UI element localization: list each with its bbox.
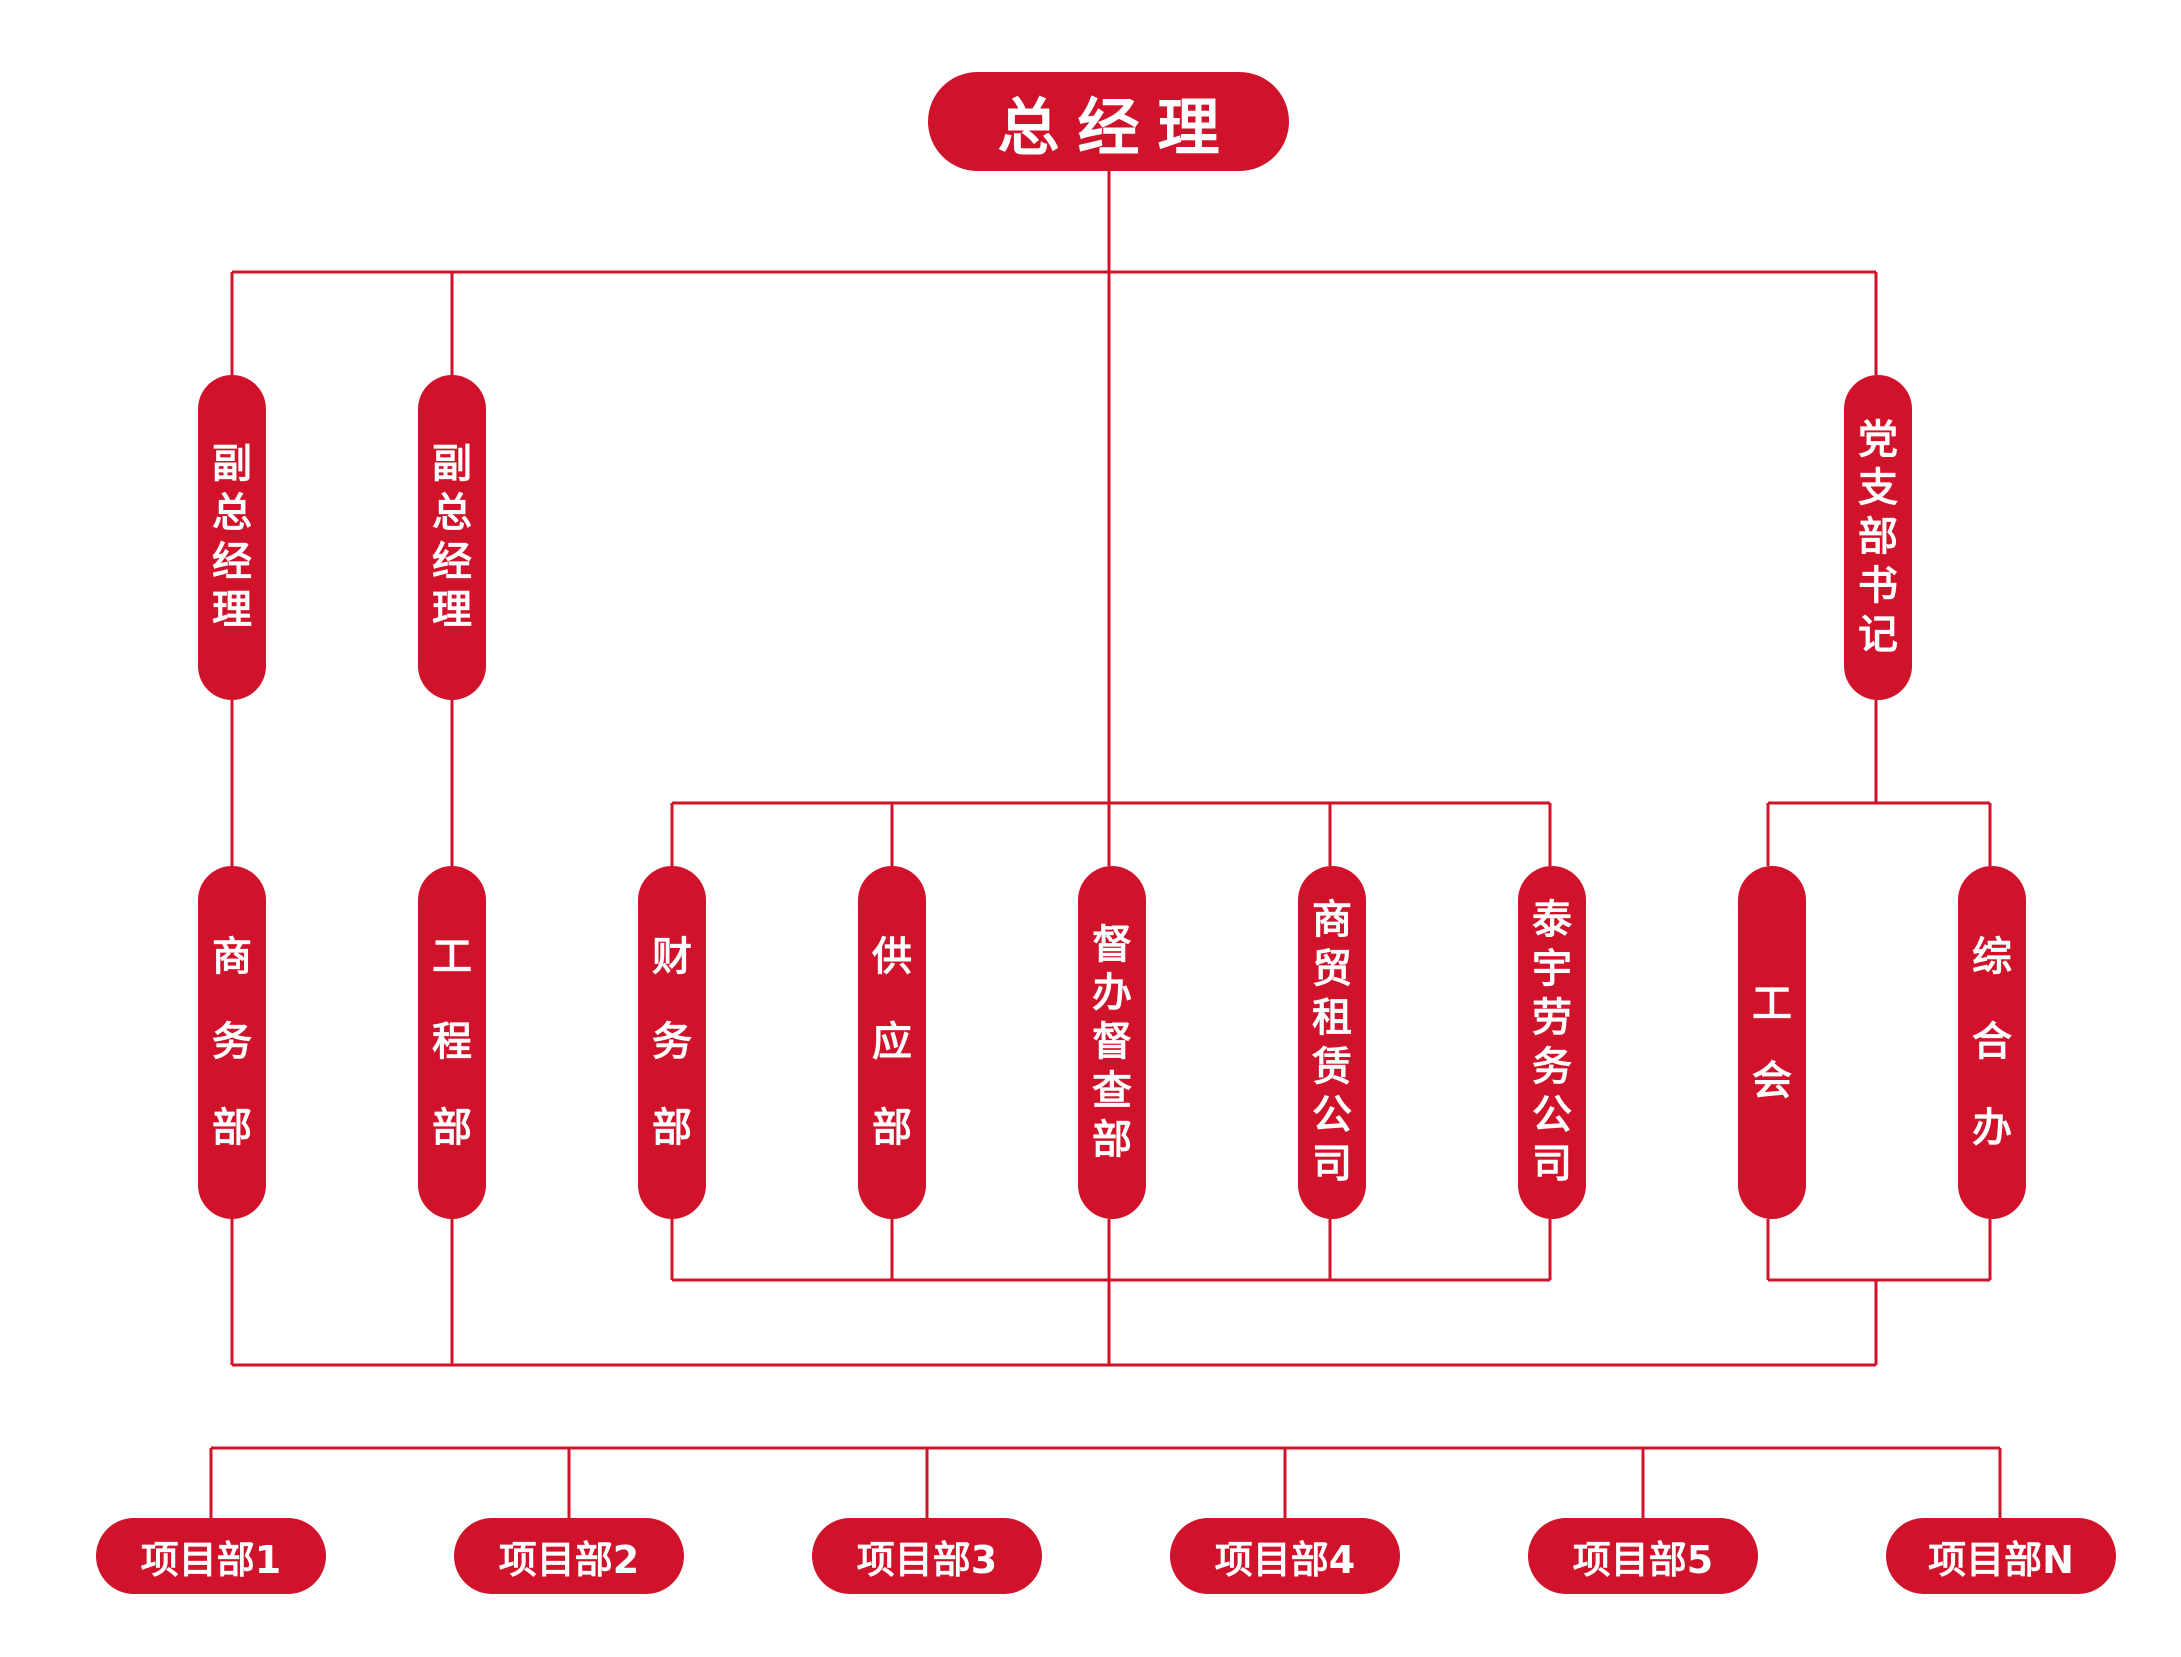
- node-label-char: 务: [1532, 1043, 1572, 1090]
- node-label-char: 工: [432, 933, 472, 980]
- node-label-char: 部: [1858, 514, 1898, 561]
- node-label-char: 务: [212, 1019, 252, 1066]
- node-label-char: 工: [1752, 980, 1792, 1027]
- node-label-char: 部: [1092, 1116, 1132, 1163]
- node-label-char: 副: [212, 440, 252, 487]
- node-label-char: 查: [1092, 1067, 1132, 1114]
- node-label-char: 书: [1858, 562, 1898, 609]
- node-labor-company: 泰宇劳务公司泰宇劳务公司: [1518, 866, 1586, 1219]
- node-label-char: 司: [1312, 1141, 1352, 1188]
- node-label-char: 部: [652, 1104, 692, 1151]
- node-label-char: 泰: [1532, 897, 1572, 944]
- node-label-char: 部: [872, 1104, 912, 1151]
- node-label-char: 赁: [1312, 1043, 1352, 1090]
- node-label-char: 理: [212, 587, 252, 634]
- node-label-char: 合: [1972, 1019, 2012, 1066]
- node-project-4: 项目部4: [1170, 1518, 1400, 1594]
- node-label-char: 商: [1312, 897, 1352, 944]
- node-project-3: 项目部3: [812, 1518, 1042, 1594]
- node-label-char: 总: [432, 489, 472, 536]
- node-label-char: 支: [1858, 465, 1898, 512]
- node-label-char: 公: [1312, 1092, 1352, 1139]
- node-label-char: 经: [432, 538, 472, 585]
- node-label-char: 记: [1858, 611, 1898, 658]
- connector-lines: [209, 171, 2002, 1518]
- node-label-char: 应: [872, 1019, 912, 1066]
- node-engineering-dept: 工程部工程部: [418, 866, 486, 1219]
- node-general-manager: 总经理: [928, 72, 1289, 171]
- node-label-char: 公: [1532, 1092, 1572, 1139]
- node-label-char: 总: [212, 489, 252, 536]
- node-label-char: 财: [652, 933, 692, 980]
- node-label-char: 商: [212, 933, 252, 980]
- node-project-5: 项目部5: [1528, 1518, 1758, 1594]
- node-label-char: 劳: [1532, 994, 1572, 1041]
- node-label-char: 程: [432, 1019, 472, 1066]
- node-project-1: 项目部1: [96, 1518, 326, 1594]
- node-label-char: 督: [1092, 921, 1132, 968]
- node-party-secretary: 党支部书记党支部书记: [1844, 375, 1912, 700]
- node-label-char: 部: [432, 1104, 472, 1151]
- node-label-char: 供: [872, 933, 912, 980]
- node-label-char: 督: [1092, 1019, 1132, 1066]
- node-general-office: 综合办综合办: [1958, 866, 2026, 1219]
- node-label-char: 副: [432, 440, 472, 487]
- node-label-char: 综: [1972, 933, 2012, 980]
- node-label-char: 宇: [1532, 945, 1572, 992]
- node-label-char: 经: [212, 538, 252, 585]
- node-label-char: 办: [1092, 970, 1132, 1017]
- node-label-char: 党: [1858, 416, 1898, 463]
- node-label-char: 理: [432, 587, 472, 634]
- node-label-char: 会: [1752, 1057, 1792, 1104]
- node-supervision-dept: 督办督查部督办督查部: [1078, 866, 1146, 1219]
- node-label-char: 部: [212, 1104, 252, 1151]
- node-union: 工会工会: [1738, 866, 1806, 1219]
- node-label-char: 司: [1532, 1141, 1572, 1188]
- node-business-dept: 商务部商务部: [198, 866, 266, 1219]
- node-finance-dept: 财务部财务部: [638, 866, 706, 1219]
- node-project-n: 项目部N: [1886, 1518, 2116, 1594]
- node-project-2: 项目部2: [454, 1518, 684, 1594]
- node-supply-dept: 供应部供应部: [858, 866, 926, 1219]
- node-label-char: 租: [1312, 994, 1352, 1041]
- node-trade-leasing-company: 商贸租赁公司商贸租赁公司: [1298, 866, 1366, 1219]
- node-label-char: 办: [1972, 1104, 2012, 1151]
- node-label-char: 务: [652, 1019, 692, 1066]
- node-label-char: 贸: [1312, 945, 1352, 992]
